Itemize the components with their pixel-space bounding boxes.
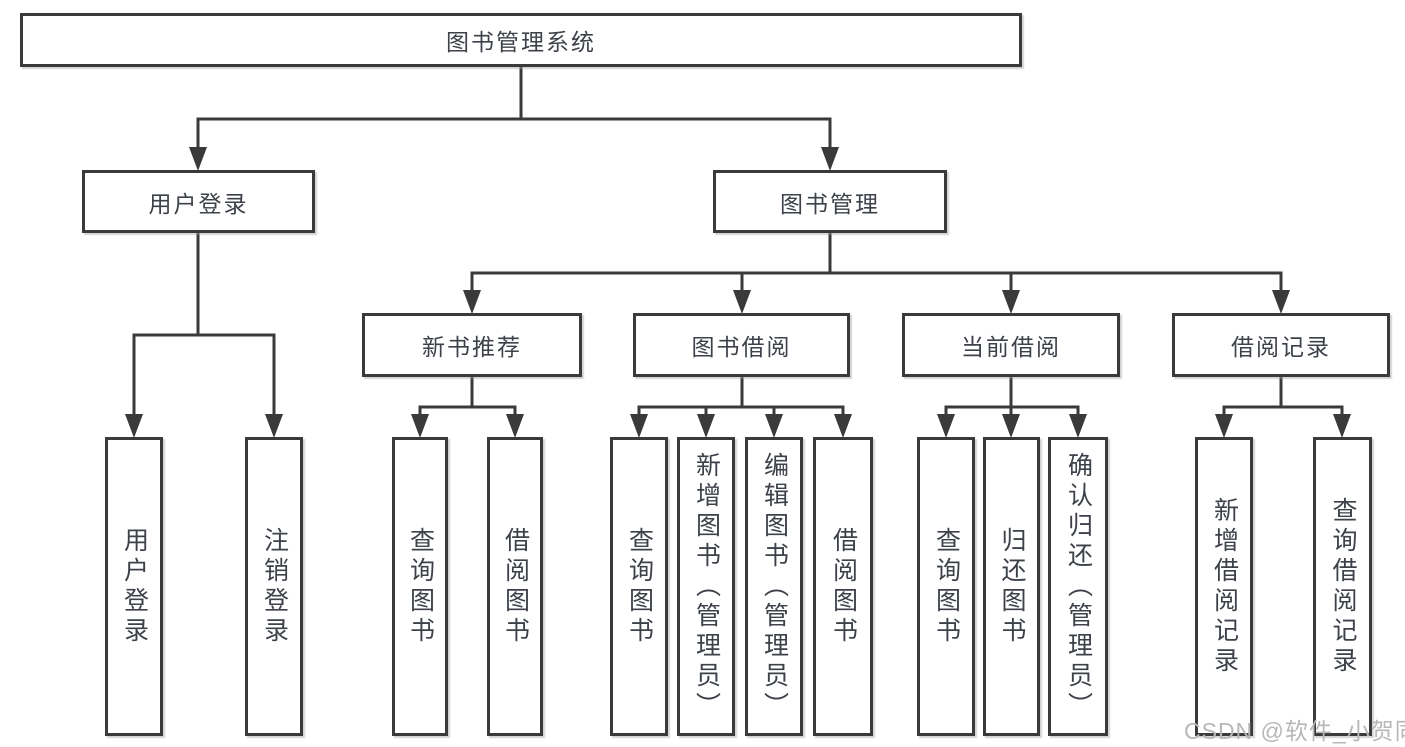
node-label: 查询借阅记录: [1329, 496, 1357, 677]
node-label: 编辑图书（管理员）: [760, 451, 789, 722]
node-leaf-query-books-1: 查询图书: [392, 437, 448, 736]
node-label: 借阅图书: [829, 526, 858, 647]
node-book-borrowing: 图书借阅: [633, 313, 850, 377]
node-root: 图书管理系统: [20, 13, 1022, 67]
node-label: 图书管理系统: [446, 29, 596, 55]
arrowhead-icon: [937, 414, 955, 438]
node-label: 确认归还（管理员）: [1064, 451, 1093, 722]
arrowhead-icon: [821, 147, 839, 171]
node-leaf-user-login: 用户登录: [105, 437, 163, 736]
node-leaf-confirm-return: 确认归还（管理员）: [1048, 437, 1108, 736]
arrowhead-icon: [265, 414, 283, 438]
node-label: 图书借阅: [691, 334, 792, 360]
node-leaf-edit-book-admin: 编辑图书（管理员）: [745, 437, 803, 736]
node-label: 新增图书（管理员）: [692, 451, 721, 722]
arrowhead-icon: [189, 147, 207, 171]
node-label: 用户登录: [148, 190, 249, 217]
node-label: 查询图书: [932, 526, 961, 647]
watermark-text: CSDN @软件_小贺同学: [1184, 718, 1405, 744]
node-user-login: 用户登录: [82, 170, 315, 233]
arrowhead-icon: [125, 414, 143, 438]
arrowhead-icon: [1272, 290, 1290, 314]
arrowhead-icon: [630, 414, 648, 438]
arrowhead-icon: [733, 290, 751, 314]
arrowhead-icon: [411, 414, 429, 438]
node-label: 查询图书: [406, 526, 435, 647]
node-leaf-borrow-books-2: 借阅图书: [813, 437, 873, 736]
node-label: 借阅记录: [1231, 334, 1331, 360]
node-label: 用户登录: [120, 526, 149, 647]
node-book-management: 图书管理: [713, 170, 947, 233]
node-label: 借阅图书: [501, 526, 530, 647]
arrowhead-icon: [1002, 414, 1020, 438]
arrowhead-icon: [1069, 414, 1087, 438]
arrowhead-icon: [506, 414, 524, 438]
arrowhead-icon: [1215, 414, 1233, 438]
node-new-book-recommend: 新书推荐: [362, 313, 582, 377]
node-leaf-borrow-books-1: 借阅图书: [487, 437, 543, 736]
node-leaf-return-book: 归还图书: [983, 437, 1040, 736]
node-label: 查询图书: [625, 526, 654, 647]
arrowhead-icon: [834, 414, 852, 438]
node-leaf-query-borrow-record: 查询借阅记录: [1313, 437, 1372, 736]
arrowhead-icon: [463, 290, 481, 314]
node-label: 图书管理: [780, 190, 880, 217]
node-label: 归还图书: [998, 526, 1026, 647]
node-label: 当前借阅: [961, 334, 1061, 360]
arrowhead-icon: [697, 414, 715, 438]
arrowhead-icon: [1333, 414, 1351, 438]
node-label: 新书推荐: [422, 334, 522, 360]
node-current-borrowing: 当前借阅: [902, 313, 1120, 377]
arrowhead-icon: [765, 414, 783, 438]
arrowhead-icon: [1002, 290, 1020, 314]
node-label: 注销登录: [260, 526, 289, 647]
node-leaf-add-book-admin: 新增图书（管理员）: [677, 437, 735, 736]
node-leaf-add-borrow-record: 新增借阅记录: [1195, 437, 1253, 736]
node-leaf-logout: 注销登录: [245, 437, 303, 736]
node-label: 新增借阅记录: [1210, 496, 1239, 677]
node-leaf-query-books-3: 查询图书: [917, 437, 975, 736]
node-leaf-query-books-2: 查询图书: [610, 437, 668, 736]
node-borrowing-records: 借阅记录: [1172, 313, 1390, 377]
